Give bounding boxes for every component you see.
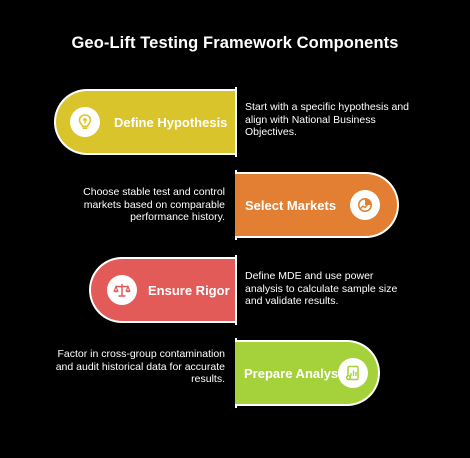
component-description: Start with a specific hypothesis and ali… xyxy=(245,101,410,138)
scales-icon xyxy=(107,275,137,305)
divider-3 xyxy=(235,255,237,325)
component-label: Define Hypothesis xyxy=(114,114,228,130)
divider-1 xyxy=(235,87,237,157)
component-label: Prepare Analysis xyxy=(244,365,350,381)
component-label: Ensure Rigor xyxy=(148,282,230,298)
component-prepare-analysis: Prepare Analysis xyxy=(235,340,380,406)
component-description: Factor in cross-group contamination and … xyxy=(55,348,225,385)
diagram-title: Geo-Lift Testing Framework Components xyxy=(71,34,399,52)
component-select-markets: Select Markets xyxy=(235,172,399,238)
component-define-hypothesis: Define Hypothesis xyxy=(54,89,235,155)
component-ensure-rigor: Ensure Rigor xyxy=(89,257,235,323)
report-icon xyxy=(338,358,368,388)
component-description: Define MDE and use power analysis to cal… xyxy=(245,270,398,307)
component-label: Select Markets xyxy=(245,197,337,213)
component-description: Choose stable test and control markets b… xyxy=(83,186,225,223)
chart-analysis-icon xyxy=(350,190,380,220)
lightbulb-icon xyxy=(70,107,100,137)
